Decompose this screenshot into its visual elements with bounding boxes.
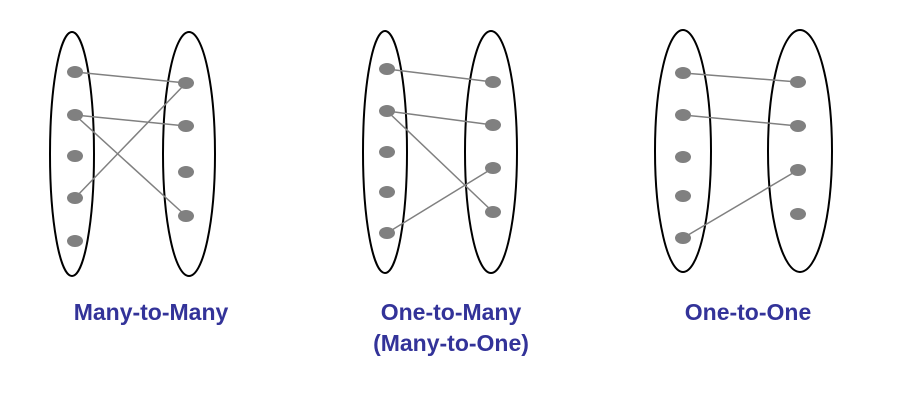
many-to-many-mapping-line bbox=[74, 71, 187, 84]
one-to-one-left-element-dot bbox=[675, 190, 691, 202]
label-one-to-one: One-to-One bbox=[618, 297, 878, 328]
one-to-one-right-element-dot bbox=[790, 76, 806, 88]
label-many-to-many-title: Many-to-Many bbox=[73, 299, 229, 325]
one-to-one-left-element-dot bbox=[675, 232, 691, 244]
one-to-many-mapping-line bbox=[386, 68, 494, 83]
one-to-many-left-element-dot bbox=[379, 63, 395, 75]
one-to-many-mapping-line bbox=[386, 167, 494, 234]
diagram-one-to-many bbox=[362, 30, 518, 274]
one-to-one-right-element-dot bbox=[790, 164, 806, 176]
one-to-one-left-set-outline bbox=[654, 29, 712, 273]
label-many-to-many: Many-to-Many bbox=[31, 297, 271, 328]
many-to-many-right-element-dot bbox=[178, 166, 194, 178]
many-to-many-right-set-outline bbox=[162, 31, 216, 277]
many-to-many-left-element-dot bbox=[67, 109, 83, 121]
one-to-many-right-element-dot bbox=[485, 162, 501, 174]
many-to-many-right-element-dot bbox=[178, 120, 194, 132]
label-one-to-many-subtitle: (Many-to-One) bbox=[373, 330, 529, 356]
one-to-many-left-element-dot bbox=[379, 227, 395, 239]
one-to-many-left-element-dot bbox=[379, 146, 395, 158]
one-to-many-left-element-dot bbox=[379, 105, 395, 117]
one-to-many-mapping-line bbox=[386, 110, 494, 213]
many-to-many-right-element-dot bbox=[178, 210, 194, 222]
label-one-to-many-title: One-to-Many bbox=[380, 299, 522, 325]
many-to-many-left-element-dot bbox=[67, 66, 83, 78]
one-to-one-left-element-dot bbox=[675, 67, 691, 79]
one-to-many-left-set-outline bbox=[362, 30, 408, 274]
one-to-many-left-element-dot bbox=[379, 186, 395, 198]
one-to-one-right-set-outline bbox=[767, 29, 833, 273]
diagram-many-to-many bbox=[49, 31, 216, 277]
many-to-many-left-element-dot bbox=[67, 192, 83, 204]
one-to-one-right-element-dot bbox=[790, 120, 806, 132]
one-to-many-right-element-dot bbox=[485, 206, 501, 218]
one-to-many-right-set-outline bbox=[464, 30, 518, 274]
one-to-one-left-element-dot bbox=[675, 109, 691, 121]
label-one-to-one-title: One-to-One bbox=[684, 299, 812, 325]
label-one-to-many: One-to-Many (Many-to-One) bbox=[321, 297, 581, 359]
many-to-many-mapping-line bbox=[74, 114, 187, 217]
diagram-one-to-one bbox=[654, 29, 833, 273]
one-to-one-mapping-line bbox=[682, 72, 799, 83]
one-to-one-mapping-line bbox=[682, 169, 799, 239]
one-to-many-mapping-line bbox=[386, 110, 494, 126]
many-to-many-mapping-line bbox=[74, 114, 187, 127]
many-to-many-right-element-dot bbox=[178, 77, 194, 89]
one-to-one-mapping-line bbox=[682, 114, 799, 127]
many-to-many-left-set-outline bbox=[49, 31, 95, 277]
many-to-many-left-element-dot bbox=[67, 235, 83, 247]
one-to-one-left-element-dot bbox=[675, 151, 691, 163]
one-to-many-right-element-dot bbox=[485, 119, 501, 131]
one-to-one-right-element-dot bbox=[790, 208, 806, 220]
one-to-many-right-element-dot bbox=[485, 76, 501, 88]
many-to-many-left-element-dot bbox=[67, 150, 83, 162]
many-to-many-mapping-line bbox=[74, 82, 187, 199]
